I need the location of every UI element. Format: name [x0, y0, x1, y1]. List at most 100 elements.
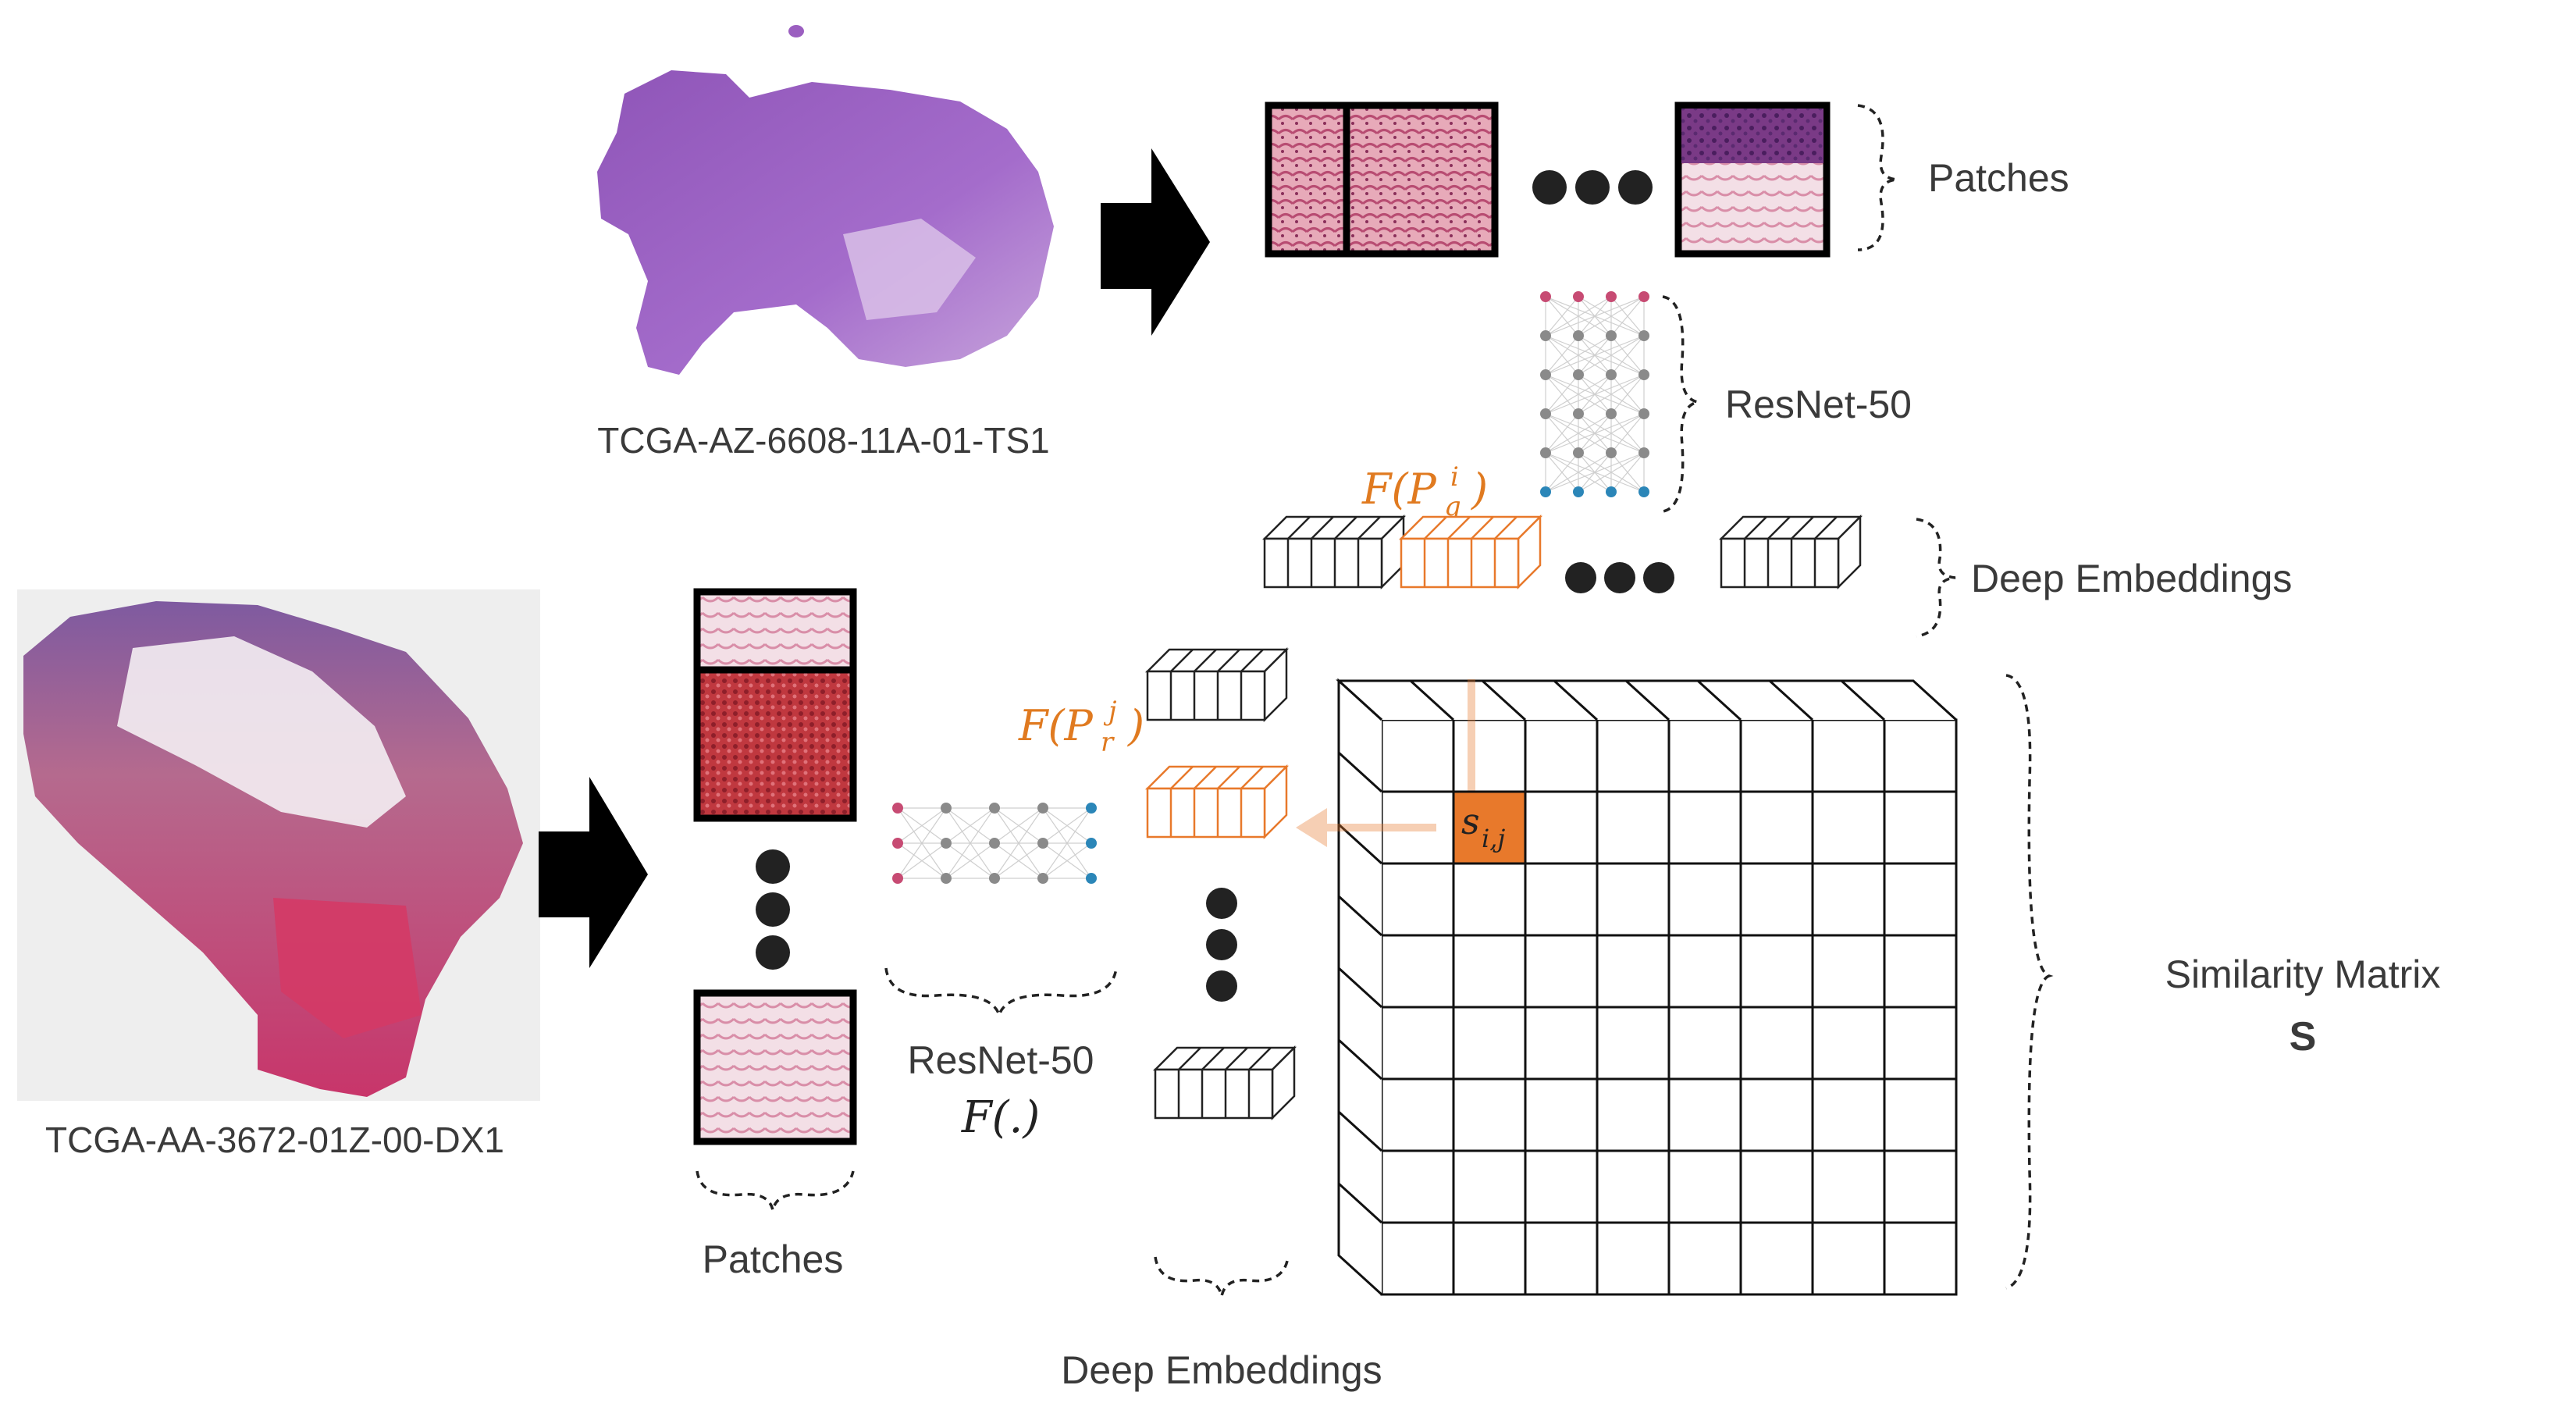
network-node [1606, 291, 1617, 302]
network-node [1606, 408, 1617, 419]
svg-text:i,j: i,j [1482, 824, 1505, 853]
highlight-guides [1296, 679, 1475, 847]
ellipsis-dot [1604, 562, 1635, 593]
network-node [1540, 408, 1551, 419]
network-node [1086, 873, 1097, 884]
left-resnet-network [892, 803, 1097, 884]
embedding-block [1144, 646, 1290, 723]
matrix-symbol: S [2290, 1014, 2317, 1059]
ellipsis-dot [1206, 888, 1237, 919]
network-node [892, 838, 903, 849]
left-right-arrow-icon [539, 777, 648, 968]
left-patches-label: Patches [703, 1237, 844, 1281]
top-slide-label: TCGA-AZ-6608-11A-01-TS1 [597, 420, 1049, 461]
network-node [1573, 369, 1584, 380]
left-feature-label: F(P j r ) [1018, 696, 1144, 758]
top-deep-embeddings [1261, 514, 1863, 590]
network-node [941, 838, 952, 849]
top-resnet-network [1540, 291, 1649, 497]
left-resnet-label: ResNet-50 [908, 1038, 1094, 1082]
top-patches [1265, 101, 1831, 258]
left-patches-brace [696, 1170, 855, 1211]
network-node [1037, 803, 1048, 814]
svg-text:): ) [1471, 465, 1488, 514]
network-node [1573, 330, 1584, 341]
ellipsis-dot [1565, 562, 1596, 593]
network-node [1573, 408, 1584, 419]
network-node [1606, 330, 1617, 341]
similarity-matrix [1336, 678, 1958, 1296]
network-node [1606, 447, 1617, 458]
embedding-block [1261, 514, 1407, 590]
left-resnet-function: F(.) [961, 1092, 1040, 1143]
network-node [989, 873, 1000, 884]
ellipsis-dot [1206, 970, 1237, 1002]
left-embeddings-label: Deep Embeddings [1061, 1348, 1382, 1392]
network-node [1573, 291, 1584, 302]
network-node [1540, 486, 1551, 497]
matrix-brace [2005, 674, 2054, 1290]
svg-text:q: q [1444, 491, 1461, 522]
left-resnet-brace [884, 967, 1118, 1020]
top-embeddings-label: Deep Embeddings [1971, 557, 2292, 600]
network-node [1037, 873, 1048, 884]
network-node [989, 803, 1000, 814]
svg-text:r: r [1101, 727, 1115, 758]
svg-text:): ) [1127, 701, 1144, 750]
network-node [1638, 291, 1649, 302]
top-patches-label: Patches [1928, 156, 2069, 200]
network-node [1540, 330, 1551, 341]
ellipsis-dot [756, 849, 790, 884]
svg-text:F(P: F(P [1361, 465, 1438, 514]
network-node [1638, 369, 1649, 380]
network-node [1638, 408, 1649, 419]
network-node [1638, 447, 1649, 458]
network-node [1540, 447, 1551, 458]
left-patches [693, 588, 857, 1145]
ellipsis-dot [1643, 562, 1674, 593]
top-slide-thumbnail [597, 25, 1054, 375]
top-resnet-brace [1662, 295, 1699, 513]
left-slide-thumbnail [17, 589, 540, 1101]
highlighted-cell: s i,j [1452, 790, 1527, 865]
embedding-block [1718, 514, 1863, 590]
svg-text:F(P: F(P [1018, 701, 1094, 750]
network-node [941, 873, 952, 884]
left-deep-embeddings [1144, 646, 1297, 1121]
network-node [1086, 838, 1097, 849]
svg-text:i: i [1450, 461, 1459, 493]
svg-text:j: j [1103, 696, 1117, 727]
network-node [1606, 369, 1617, 380]
network-node [1573, 486, 1584, 497]
network-node [1037, 838, 1048, 849]
embedding-block [1152, 1045, 1297, 1121]
top-embeddings-brace [1916, 518, 1956, 638]
matrix-label: Similarity Matrix [2165, 952, 2441, 996]
network-node [892, 803, 903, 814]
left-embeddings-brace [1154, 1256, 1290, 1297]
ellipsis-dot [1618, 170, 1653, 205]
ellipsis-dot [1532, 170, 1567, 205]
top-resnet-label: ResNet-50 [1725, 383, 1912, 426]
network-node [989, 838, 1000, 849]
ellipsis-dot [756, 935, 790, 970]
top-feature-label: F(P i q ) [1361, 461, 1488, 522]
network-node [941, 803, 952, 814]
ellipsis-dot [1575, 170, 1610, 205]
network-node [892, 873, 903, 884]
svg-text:s: s [1461, 800, 1480, 842]
left-slide-label: TCGA-AA-3672-01Z-00-DX1 [45, 1120, 504, 1160]
ellipsis-dot [756, 892, 790, 927]
network-node [1606, 486, 1617, 497]
network-node [1540, 291, 1551, 302]
network-node [1540, 369, 1551, 380]
ellipsis-dot [1206, 929, 1237, 960]
embedding-block-highlight [1144, 764, 1290, 840]
network-node [1638, 486, 1649, 497]
top-patches-brace [1857, 104, 1898, 251]
embedding-block-highlight [1398, 514, 1543, 590]
network-node [1086, 803, 1097, 814]
top-right-arrow-icon [1101, 148, 1210, 336]
network-node [1638, 330, 1649, 341]
